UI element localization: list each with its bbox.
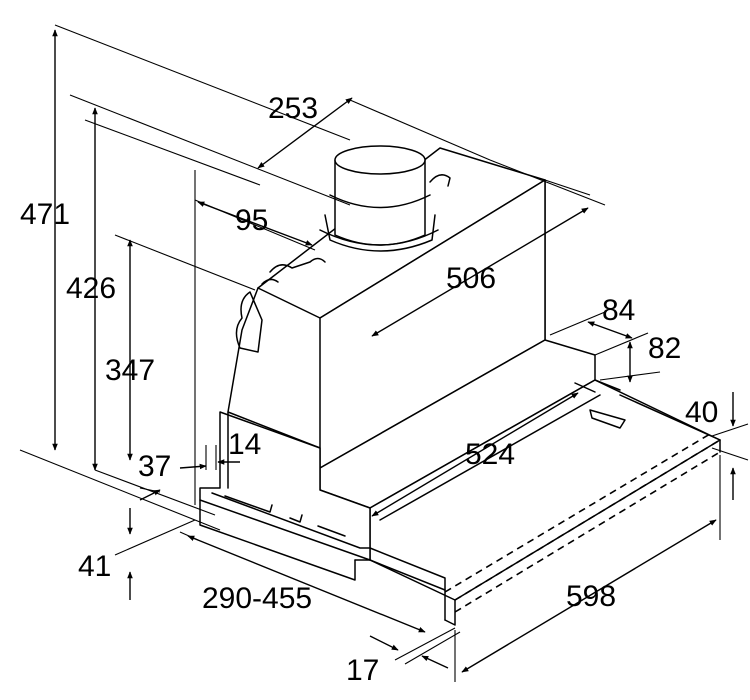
dim-253: 253 — [268, 92, 318, 125]
dim-347: 347 — [105, 354, 155, 387]
hood-body — [199, 147, 721, 626]
dim-40: 40 — [685, 396, 718, 429]
dim-426: 426 — [66, 272, 116, 305]
dim-524: 524 — [465, 438, 515, 471]
dim-84: 84 — [602, 294, 635, 327]
dim-598: 598 — [566, 580, 616, 613]
dim-17: 17 — [346, 654, 379, 687]
dim-95: 95 — [235, 204, 268, 237]
dimension-lines — [19, 24, 749, 682]
dim-506: 506 — [446, 262, 496, 295]
dim-37: 37 — [138, 450, 171, 483]
dim-471: 471 — [20, 198, 70, 231]
dim-290-455: 290-455 — [202, 582, 312, 615]
dim-14: 14 — [228, 428, 261, 461]
dim-41: 41 — [78, 550, 111, 583]
dim-82: 82 — [648, 332, 681, 365]
duct-collar — [235, 145, 451, 353]
dimension-labels: 253 95 471 426 506 347 84 82 14 37 40 52… — [20, 92, 718, 687]
